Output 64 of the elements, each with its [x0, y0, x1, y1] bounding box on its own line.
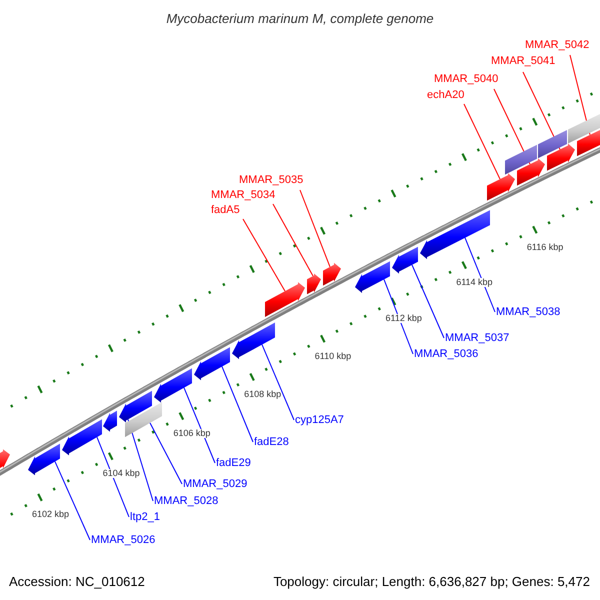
- gene-label: fadE29: [216, 458, 251, 469]
- gene-feature: [517, 158, 545, 186]
- gene-label: MMAR_5028: [154, 496, 218, 507]
- gene-feature: [154, 368, 192, 403]
- gene-label: MMAR_5040: [434, 74, 498, 85]
- gene-feature: [265, 282, 305, 317]
- gene-label: fadA5: [211, 205, 240, 216]
- genome-stats-text: Topology: circular; Length: 6,636,827 bp; Genes: 5,472: [273, 575, 590, 588]
- gene-label: MMAR_5041: [491, 56, 556, 67]
- gene-feature: [103, 410, 117, 432]
- gene-feature: [420, 210, 490, 260]
- gene-feature: [577, 130, 600, 156]
- gene-label: MMAR_5034: [211, 190, 276, 201]
- gene-feature: [392, 246, 418, 274]
- gene-feature: [125, 402, 162, 438]
- scale-label: 6114 kbp: [456, 278, 493, 288]
- scale-label: 6106 kbp: [173, 429, 210, 438]
- gene-feature: [355, 261, 390, 293]
- scale-label: 6104 kbp: [102, 469, 140, 478]
- scale-label: 6116 kbp: [526, 242, 564, 252]
- leader-line: [412, 264, 444, 338]
- gene-feature: [194, 347, 230, 380]
- gene-feature: [232, 322, 275, 360]
- leader-line: [222, 366, 254, 442]
- leader-line: [464, 104, 500, 180]
- leader-line: [128, 418, 154, 502]
- gene-feature: [538, 130, 567, 158]
- gene-label: MMAR_5026: [91, 535, 156, 546]
- gene-feature: [119, 390, 152, 423]
- leader-line: [96, 436, 130, 518]
- gene-label: echA20: [427, 90, 464, 101]
- accession-text: Accession: NC_010612: [9, 575, 145, 588]
- gene-label: MMAR_5036: [414, 349, 478, 360]
- gene-feature: [505, 144, 537, 175]
- scale-label: 6102 kbp: [32, 510, 70, 520]
- gene-feature: [547, 144, 575, 171]
- gene-label: MMAR_5038: [496, 307, 560, 318]
- gene-label: cyp125A7: [295, 415, 344, 426]
- scale-label: 6108 kbp: [244, 390, 282, 399]
- gene-label: MMAR_5042: [525, 40, 590, 51]
- gene-feature: [568, 114, 600, 144]
- gene-label: MMAR_5029: [183, 479, 248, 490]
- gene-label: ltp2_1: [130, 512, 160, 523]
- gene-feature: [487, 173, 515, 201]
- gene-feature: [323, 262, 341, 286]
- scale-label: 6110 kbp: [314, 352, 352, 361]
- scale-label: 6112 kbp: [386, 314, 422, 324]
- gene-feature: [307, 273, 321, 294]
- leader-line: [262, 344, 294, 420]
- title: Mycobacterium marinum M, complete genome: [165, 12, 435, 25]
- gene-feature: [28, 444, 60, 476]
- leader-line: [464, 237, 496, 312]
- leader-line: [242, 218, 286, 292]
- leader-line: [272, 204, 314, 277]
- leader-line: [300, 190, 330, 268]
- leader-line: [54, 461, 90, 540]
- gene-label: fadE28: [254, 437, 289, 448]
- leader-line: [150, 422, 182, 484]
- leader-line: [522, 72, 560, 150]
- gene-label: MMAR_5037: [445, 333, 510, 344]
- leader-line: [384, 278, 414, 354]
- leader-line: [184, 387, 216, 464]
- gene-label: MMAR_5035: [239, 175, 304, 186]
- gene-feature: [62, 419, 102, 456]
